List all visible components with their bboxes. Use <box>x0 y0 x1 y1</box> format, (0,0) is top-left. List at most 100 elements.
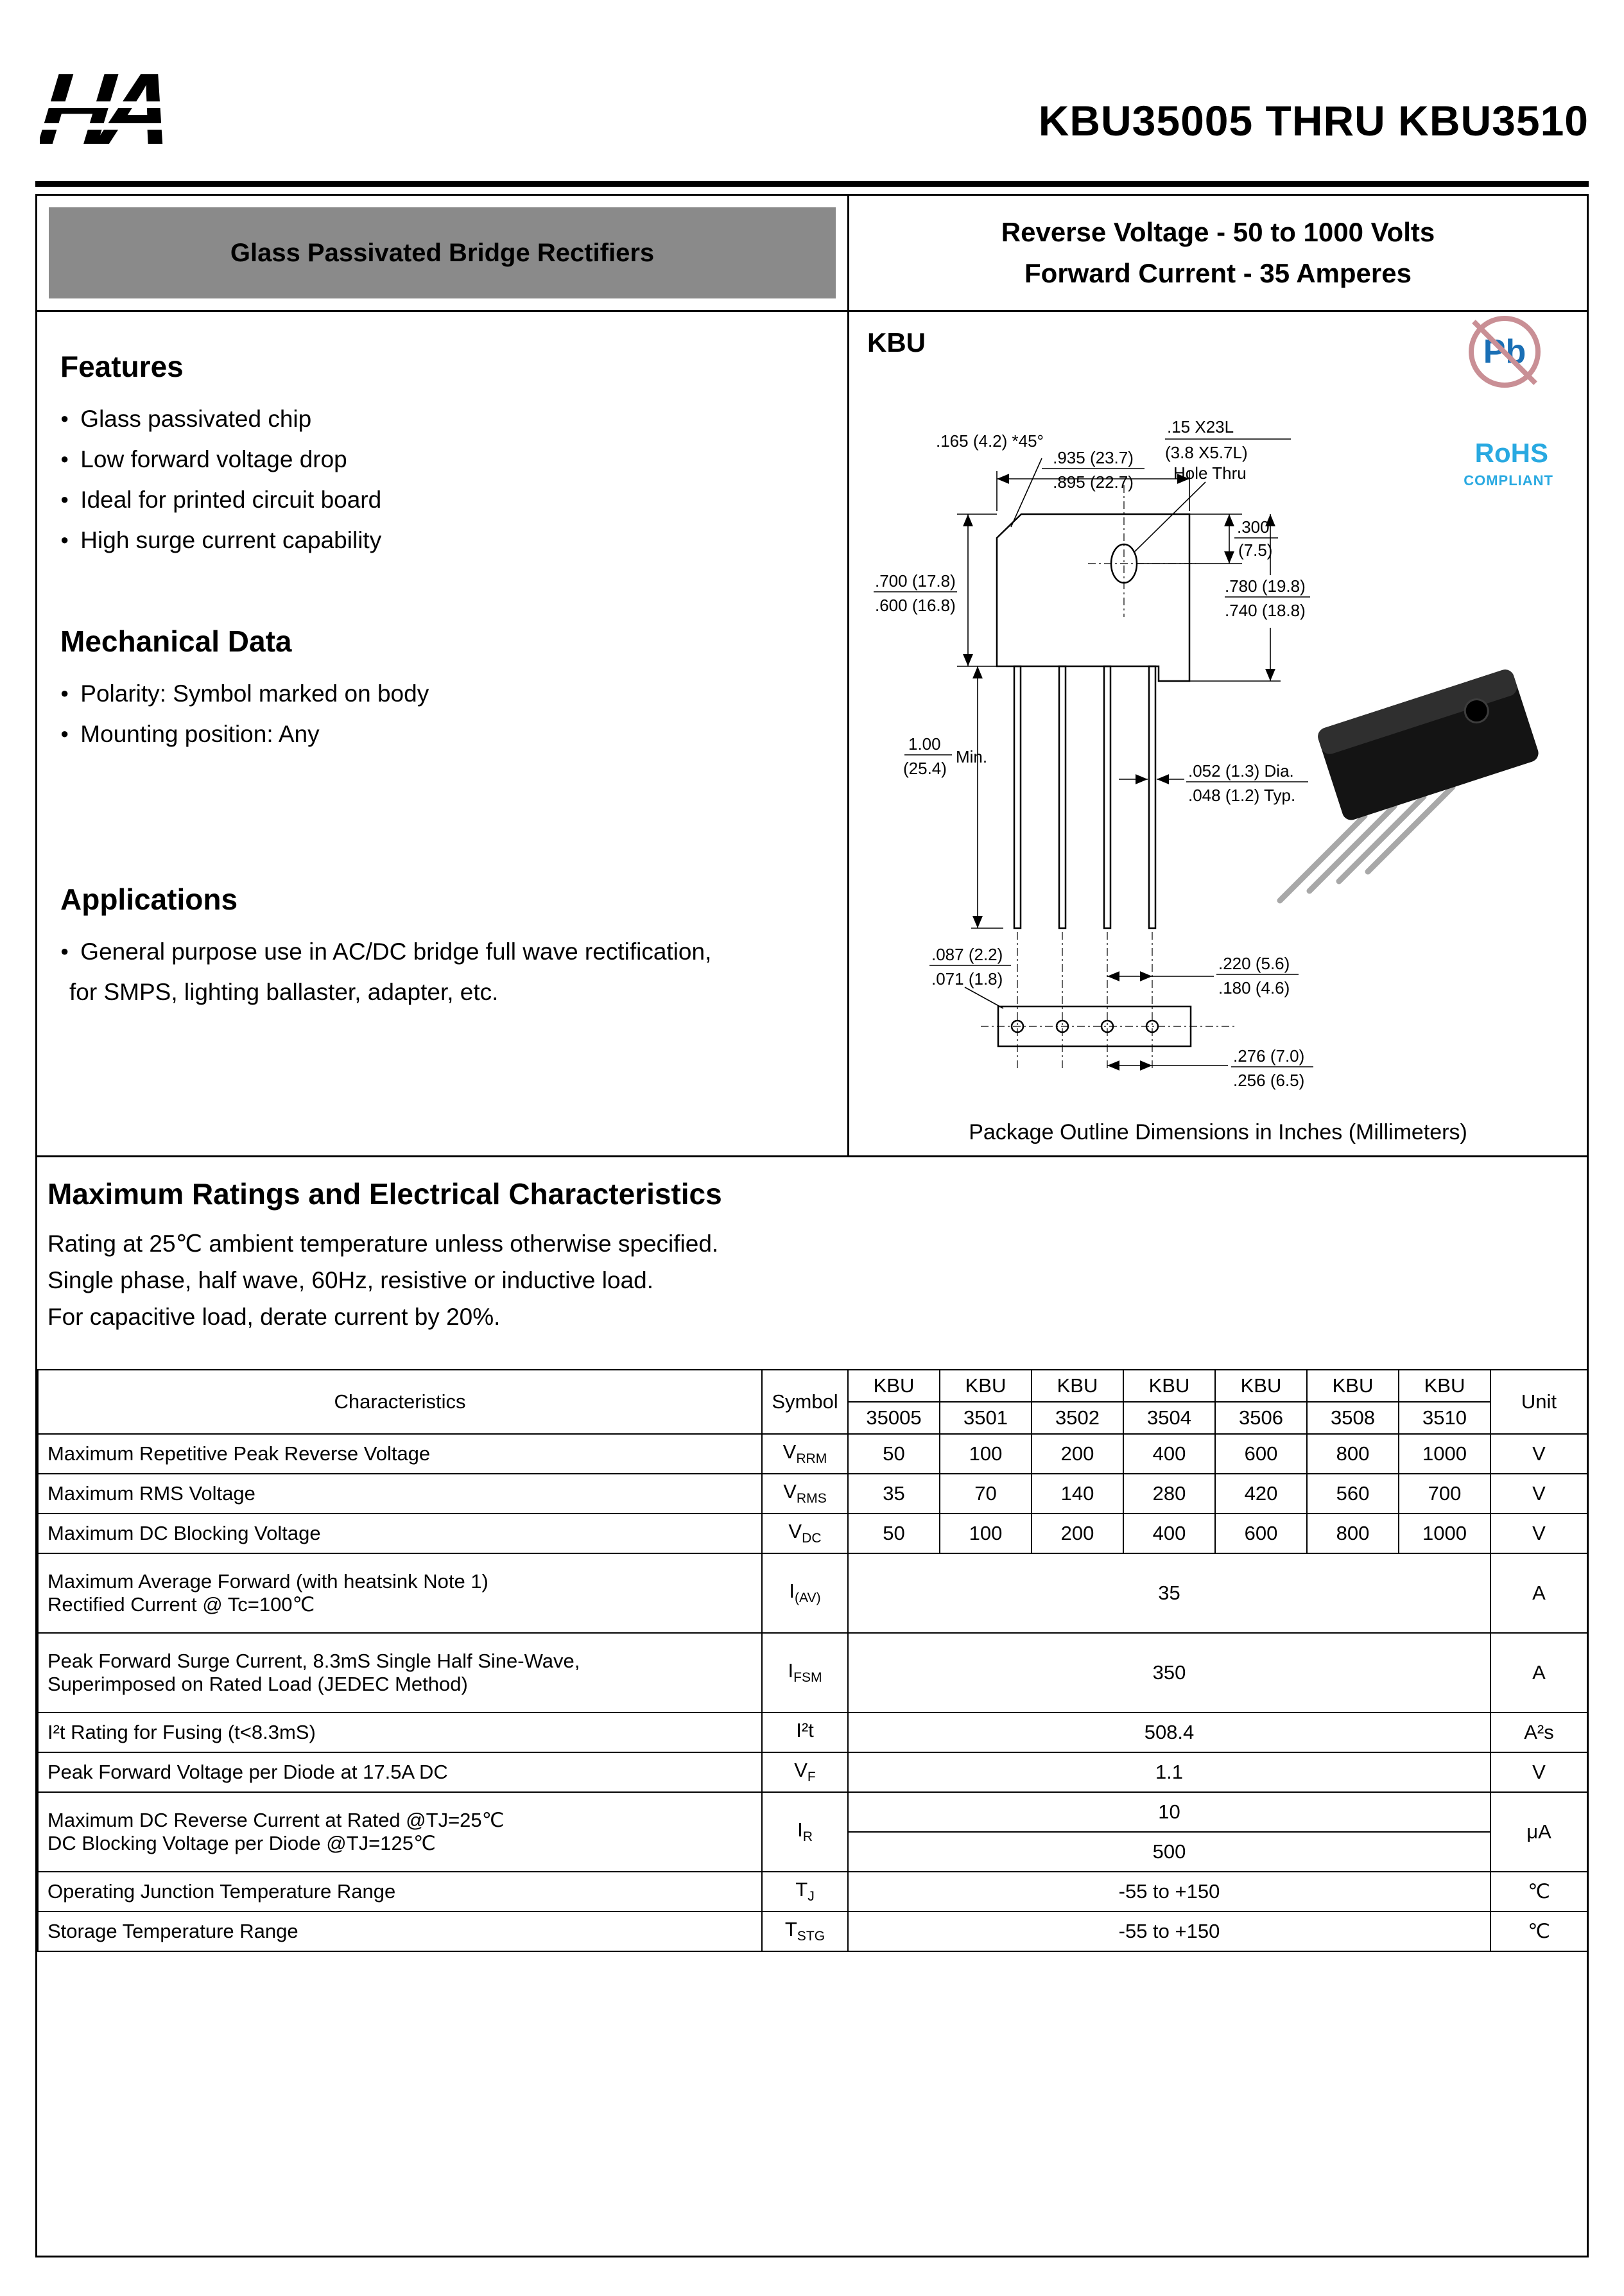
product-name-cell: Glass Passivated Bridge Rectifiers <box>37 196 849 310</box>
col-header-characteristics: Characteristics <box>37 1369 763 1435</box>
ratings-note: For capacitive load, derate current by 2… <box>48 1304 501 1330</box>
value: 420 <box>1214 1473 1308 1514</box>
unit: A <box>1490 1632 1588 1713</box>
front-view <box>996 513 1191 929</box>
part-number: 3502 <box>1031 1401 1124 1435</box>
summary-specs: Reverse Voltage - 50 to 1000 Volts Forwa… <box>849 196 1587 310</box>
value: 100 <box>939 1513 1032 1554</box>
dim-hole-2: (3.8 X5.7L) <box>1165 443 1248 462</box>
unit: A²s <box>1490 1712 1588 1753</box>
part-prefix: KBU <box>847 1369 940 1403</box>
table-header-row: 35005 3501 3502 3504 3506 3508 3510 <box>38 1401 1587 1435</box>
value: 560 <box>1306 1473 1399 1514</box>
table-row-vrrm: Maximum Repetitive Peak Reverse Voltage … <box>37 1433 1588 1474</box>
feature-text: Ideal for printed circuit board <box>80 487 382 513</box>
characteristic: Maximum RMS Voltage <box>37 1473 763 1514</box>
mechanical-item: ● Polarity: Symbol marked on body <box>60 675 828 716</box>
ratings-note: Single phase, half wave, 60Hz, resistive… <box>48 1267 654 1293</box>
table-row-i2t: I²t Rating for Fusing (t<8.3mS) I²t 508.… <box>37 1712 1588 1753</box>
unit: V <box>1490 1473 1588 1514</box>
bottom-view <box>997 1005 1192 1048</box>
dim-pitch2-min: .256 (6.5) <box>1233 1071 1304 1090</box>
value: 500 <box>847 1831 1491 1872</box>
feature-text: High surge current capability <box>80 527 382 553</box>
symbol: TSTG <box>761 1911 849 1952</box>
dim-width-max: .935 (23.7) <box>1053 448 1134 467</box>
dim-height-left-min: .600 (16.8) <box>875 596 956 615</box>
dim-lead-length-note: Min. <box>956 747 987 766</box>
content-frame: Glass Passivated Bridge Rectifiers Rever… <box>35 194 1589 2257</box>
bullet-icon: ● <box>60 943 69 959</box>
mechanical-list: ●Polarity: Symbol marked on body ●Mounti… <box>60 675 828 756</box>
dim-height-left-max: .700 (17.8) <box>875 571 956 591</box>
table-row-iav: Maximum Average Forward (with heatsink N… <box>37 1553 1588 1634</box>
mechanical-text: Polarity: Symbol marked on body <box>80 680 429 707</box>
applications-heading: Applications <box>60 883 238 916</box>
company-logo: HA <box>40 51 297 170</box>
part-prefix: KBU <box>1306 1369 1399 1403</box>
symbol: VDC <box>761 1513 849 1554</box>
dim-height-right-min: .740 (18.8) <box>1225 601 1306 620</box>
col-header-symbol: Symbol <box>761 1369 849 1435</box>
dim-hole-1: .15 X23L <box>1167 417 1234 436</box>
value: 800 <box>1306 1513 1399 1554</box>
dim-hole-pos-max: .300 <box>1237 517 1270 537</box>
characteristic: Maximum Average Forward (with heatsink N… <box>37 1553 763 1634</box>
symbol: I²t <box>761 1712 849 1753</box>
value: 1.1 <box>847 1752 1491 1793</box>
characteristic: Maximum DC Blocking Voltage <box>37 1513 763 1554</box>
dim-pitch2-max: .276 (7.0) <box>1233 1046 1304 1066</box>
unit: V <box>1490 1513 1588 1554</box>
table-row-ifsm: Peak Forward Surge Current, 8.3mS Single… <box>37 1632 1588 1713</box>
value: 200 <box>1031 1433 1124 1474</box>
dim-lead-thick-max: .087 (2.2) <box>931 945 1003 964</box>
center-lines <box>981 485 1234 1071</box>
dim-lead-length-min: (25.4) <box>903 759 947 778</box>
part-number: 3504 <box>1123 1401 1216 1435</box>
application-text: for SMPS, lighting ballaster, adapter, e… <box>69 979 499 1005</box>
symbol: IFSM <box>761 1632 849 1713</box>
symbol: VRMS <box>761 1473 849 1514</box>
value: 100 <box>939 1433 1032 1474</box>
bullet-icon: ● <box>60 725 69 741</box>
value: 35 <box>847 1473 940 1514</box>
table-row-tj: Operating Junction Temperature Range TJ … <box>37 1871 1588 1912</box>
fraction-bars <box>874 438 1313 1067</box>
part-prefix: KBU <box>1398 1369 1491 1403</box>
mechanical-heading: Mechanical Data <box>60 625 292 658</box>
value: 35 <box>847 1553 1491 1634</box>
application-item: ● General purpose use in AC/DC bridge ful… <box>60 933 828 974</box>
feature-text: Low forward voltage drop <box>80 446 347 472</box>
bullet-icon: ● <box>60 451 69 467</box>
feature-item: ● Low forward voltage drop <box>60 441 828 481</box>
details-section: Features ●Glass passivated chip ●Low for… <box>37 312 1587 1157</box>
value: 600 <box>1214 1433 1308 1474</box>
package-column: KBU Pb RoHS COMPLIANT <box>849 312 1587 1155</box>
dimension-lines <box>957 458 1281 1071</box>
value: 700 <box>1398 1473 1491 1514</box>
part-number: 35005 <box>847 1401 940 1435</box>
features-list: ●Glass passivated chip ● Low forward volt… <box>60 401 828 562</box>
table-row-ir2: 500 <box>38 1831 1587 1872</box>
unit: V <box>1490 1433 1588 1474</box>
symbol: IR <box>761 1791 849 1872</box>
part-number: 3501 <box>939 1401 1032 1435</box>
bullet-icon: ● <box>60 531 69 548</box>
value: -55 to +150 <box>847 1871 1491 1912</box>
feature-item: ●Ideal for printed circuit board <box>60 481 828 522</box>
bullet-icon: ● <box>60 685 69 701</box>
symbol: VF <box>761 1752 849 1793</box>
table-row-vf: Peak Forward Voltage per Diode at 17.5A … <box>37 1752 1588 1793</box>
feature-item: ●Glass passivated chip <box>60 401 828 441</box>
table-row-vrms: Maximum RMS Voltage VRMS 35 70 140 280 4… <box>37 1473 1588 1514</box>
application-text: General purpose use in AC/DC bridge full… <box>80 938 712 965</box>
value: 600 <box>1214 1513 1308 1554</box>
logo-text: HA <box>40 53 167 166</box>
forward-current-spec: Forward Current - 35 Amperes <box>1024 258 1412 288</box>
dim-width-min: .895 (22.7) <box>1053 472 1134 492</box>
part-prefix: KBU <box>1214 1369 1308 1403</box>
ratings-table: Characteristics Symbol KBU KBU KBU KBU K… <box>37 1369 1588 1952</box>
part-number: 3510 <box>1398 1401 1491 1435</box>
ratings-note: Rating at 25℃ ambient temperature unless… <box>48 1230 719 1257</box>
dim-lead-dia-max: .052 (1.3) Dia. <box>1188 761 1294 781</box>
